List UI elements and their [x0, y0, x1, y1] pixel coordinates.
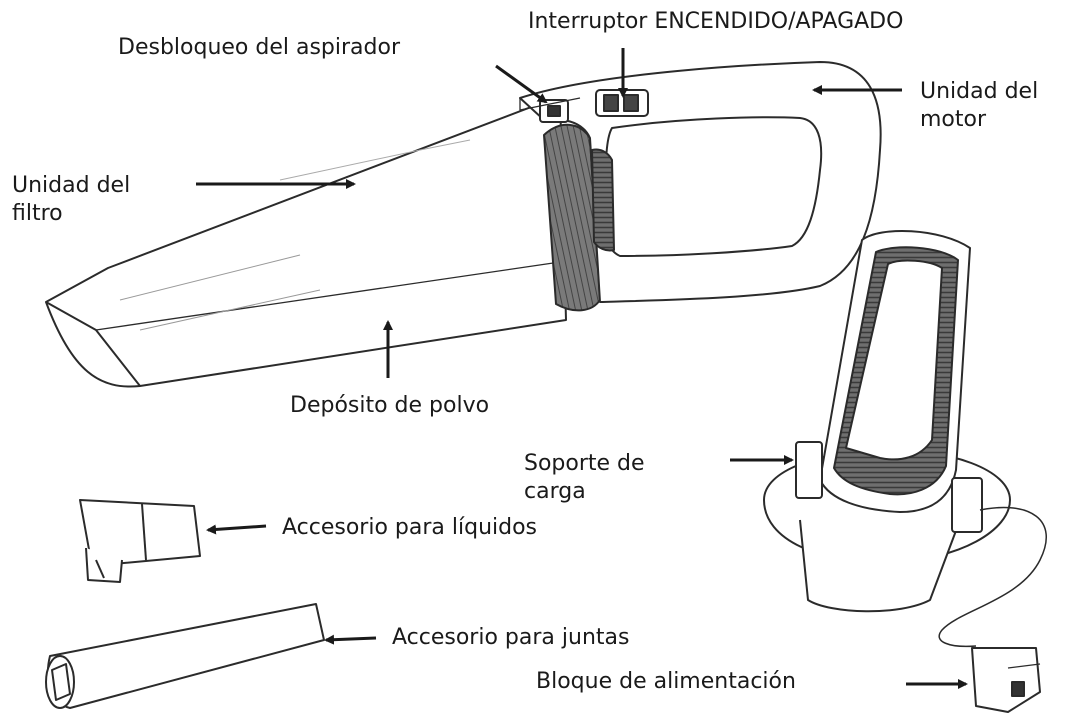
liquid-accessory-shape — [79, 499, 201, 583]
stand-post-left — [795, 441, 823, 499]
handle-opening — [602, 116, 823, 257]
arrow-release — [495, 64, 548, 104]
power-adapter — [971, 647, 1041, 713]
label-filter-unit: Unidad del filtro — [12, 172, 130, 228]
label-charging-stand-line2: carga — [524, 479, 586, 504]
label-dust-container: Depósito de polvo — [290, 393, 490, 418]
vacuum-front-body — [45, 95, 567, 388]
label-vacuum-release: Desbloqueo del aspirador — [118, 35, 400, 60]
handheld-vacuum — [45, 61, 882, 388]
arrow-liquid — [206, 524, 267, 535]
label-power-block: Bloque de alimentación — [536, 669, 796, 694]
stand-post-right — [951, 477, 983, 533]
pointer-arrows — [196, 48, 968, 689]
arrow-crevice — [324, 634, 377, 645]
label-charging-stand: Soporte de carga — [524, 450, 645, 506]
charging-stand — [763, 230, 1047, 713]
label-motor-unit: Unidad del motor — [920, 78, 1038, 134]
label-filter-unit-line2: filtro — [12, 201, 63, 226]
label-filter-unit-line1: Unidad del — [12, 173, 131, 198]
crevice-accessory-shape — [45, 603, 325, 709]
label-liquid-accessory: Accesorio para líquidos — [282, 515, 538, 540]
label-motor-unit-line2: motor — [920, 107, 987, 132]
label-charging-stand-line1: Soporte de — [524, 451, 645, 476]
label-motor-unit-line1: Unidad del — [920, 79, 1039, 104]
label-onoff-switch: Interruptor ENCENDIDO/APAGADO — [528, 9, 904, 34]
label-crevice-accessory: Accesorio para juntas — [392, 625, 630, 650]
power-cable — [938, 506, 1047, 648]
